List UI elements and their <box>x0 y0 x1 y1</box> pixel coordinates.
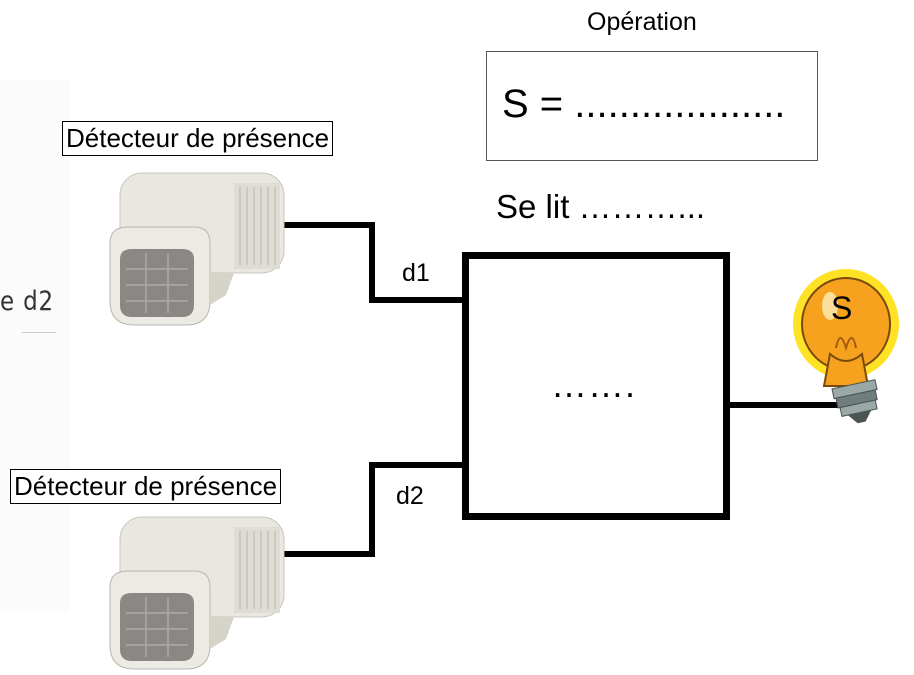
detector-2-label: Détecteur de présence <box>10 469 282 504</box>
wire-d2 <box>278 462 464 557</box>
light-bulb-icon <box>793 269 899 424</box>
background-scan-strip <box>0 80 70 612</box>
signal-label-d1: d1 <box>402 259 430 287</box>
gate-placeholder: ……. <box>551 364 637 405</box>
operation-box <box>486 51 818 161</box>
reading-text: Se lit ………... <box>496 188 706 225</box>
detector-1-label: Détecteur de présence <box>62 121 334 156</box>
motion-sensor-icon <box>109 172 285 326</box>
background-text-fragment: e d2 <box>0 286 54 317</box>
operation-title: Opération <box>587 8 697 36</box>
logic-gate-box <box>462 252 730 520</box>
output-label-s: S <box>831 290 853 326</box>
motion-sensor-icon <box>109 516 285 670</box>
background-dash <box>22 332 56 333</box>
signal-label-d2: d2 <box>396 482 424 510</box>
wire-d1 <box>278 222 464 303</box>
operation-formula: S = ................... <box>502 82 786 126</box>
